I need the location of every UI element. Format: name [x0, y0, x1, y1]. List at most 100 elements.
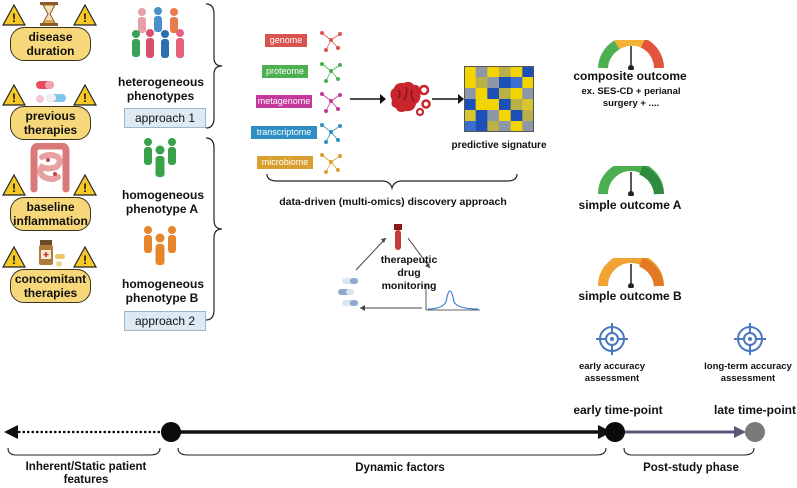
factor-baseline-inflammation: baseline inflammation	[10, 197, 91, 231]
genome-network-icon	[320, 31, 342, 52]
predictive-signature-heatmap	[464, 66, 534, 132]
medication-bottle-icon	[39, 240, 65, 267]
approach-1-box: approach 1	[124, 108, 206, 128]
brace-approach-2	[205, 137, 223, 321]
homogeneous-a-people-icon	[144, 138, 176, 177]
test-tube-icon	[394, 224, 402, 250]
arrow-to-signature	[432, 94, 464, 104]
warning-icon: !	[73, 84, 97, 106]
tdm-cycle	[338, 224, 480, 311]
brace-approach-1	[205, 3, 223, 129]
approach-2-box: approach 2	[124, 311, 206, 331]
timeline	[4, 422, 765, 442]
arrow-to-ai	[350, 94, 386, 104]
target-icon	[734, 323, 766, 355]
warning-icon: !	[2, 4, 26, 26]
composite-outcome-subtitle: ex. SES-CD + perianal surgery + ....	[581, 86, 681, 109]
heatmap-cell	[522, 99, 534, 111]
heatmap-cell	[464, 99, 476, 111]
pills-icon	[36, 81, 66, 103]
timeline-brackets	[7, 447, 755, 456]
heatmap-cell	[522, 88, 534, 100]
svg-text:!: !	[83, 91, 87, 105]
heatmap-cell	[499, 121, 511, 132]
heatmap-cell	[510, 110, 523, 122]
proteome-network-icon	[320, 62, 342, 83]
heatmap-cell	[475, 77, 488, 89]
heatmap-cell	[487, 88, 500, 100]
heatmap-cell	[510, 88, 523, 100]
omic-metagenome: metagenome	[256, 95, 312, 108]
warning-icon: !	[2, 84, 26, 106]
early-accuracy-label: early accuracy assessment	[578, 361, 646, 384]
heatmap-cell	[510, 77, 523, 89]
heatmap-cell	[499, 110, 511, 122]
dynamic-factors-label: Dynamic factors	[355, 462, 445, 474]
homogeneous-b-people-icon	[144, 226, 176, 265]
discovery-approach-label: data-driven (multi-omics) discovery appr…	[279, 196, 507, 208]
svg-text:!: !	[83, 253, 87, 267]
warning-icon: !	[73, 174, 97, 196]
warning-icon: !	[73, 4, 97, 26]
factor-label: concomitant therapies	[14, 272, 87, 300]
factor-concomitant-therapies: concomitant therapies	[10, 269, 91, 303]
predictive-signature-label: predictive signature	[451, 140, 547, 151]
factor-previous-therapies: previous therapies	[10, 106, 91, 140]
heatmap-cell	[475, 110, 488, 122]
svg-text:!: !	[12, 11, 16, 25]
heatmap-cell	[487, 66, 500, 78]
hourglass-icon	[40, 2, 58, 26]
heatmap-cell	[510, 121, 523, 132]
intestine-icon	[30, 143, 70, 193]
warning-icon: !	[2, 174, 26, 196]
svg-text:!: !	[83, 11, 87, 25]
heatmap-cell	[522, 66, 534, 78]
early-time-point-label: early time-point	[573, 403, 663, 417]
post-study-label: Post-study phase	[643, 462, 739, 474]
heatmap-cell	[475, 66, 488, 78]
svg-text:!: !	[12, 181, 16, 195]
microbiome-network-icon	[320, 153, 342, 174]
omic-microbiome: microbiome	[257, 156, 313, 169]
heatmap-cell	[475, 121, 488, 132]
homogeneous-b-label: homogeneous phenotype B	[122, 277, 205, 305]
svg-text:!: !	[12, 91, 16, 105]
warning-icon: !	[2, 246, 26, 268]
concentration-curve-icon	[425, 284, 480, 311]
factor-label: disease duration	[26, 30, 75, 58]
long-term-accuracy-label: long-term accuracy assessment	[704, 361, 792, 384]
heatmap-cell	[499, 77, 511, 89]
heatmap-cell	[475, 99, 488, 111]
target-icon	[596, 323, 628, 355]
svg-text:!: !	[12, 253, 16, 267]
factor-label: previous therapies	[23, 109, 78, 137]
factor-label: baseline inflammation	[13, 200, 88, 228]
heterogeneous-phenotypes-label: heterogeneous phenotypes	[118, 75, 205, 103]
gauge-composite-icon	[598, 40, 664, 70]
omic-transcriptome: transcriptome	[251, 126, 317, 139]
brace-discovery	[266, 173, 518, 190]
heatmap-cell	[475, 88, 488, 100]
heatmap-cell	[510, 66, 523, 78]
heatmap-cell	[464, 66, 476, 78]
heatmap-cell	[522, 121, 534, 132]
ai-brain-icon	[390, 81, 431, 117]
heatmap-cell	[464, 110, 476, 122]
heatmap-cell	[487, 77, 500, 89]
metagenome-network-icon	[320, 92, 342, 113]
heatmap-cell	[499, 66, 511, 78]
heatmap-cell	[522, 77, 534, 89]
heatmap-cell	[522, 110, 534, 122]
gauge-simple-a-icon	[598, 166, 664, 196]
heatmap-cell	[464, 77, 476, 89]
transcriptome-network-icon	[320, 123, 342, 144]
heatmap-cell	[487, 99, 500, 111]
heatmap-cell	[487, 121, 500, 132]
omic-proteome: proteome	[262, 65, 308, 78]
drug-pills-icon	[338, 278, 358, 306]
heatmap-cell	[464, 121, 476, 132]
heterogeneous-people-icon	[132, 7, 184, 58]
heatmap-cell	[499, 99, 511, 111]
heatmap-cell	[464, 88, 476, 100]
late-time-point-label: late time-point	[713, 403, 796, 417]
